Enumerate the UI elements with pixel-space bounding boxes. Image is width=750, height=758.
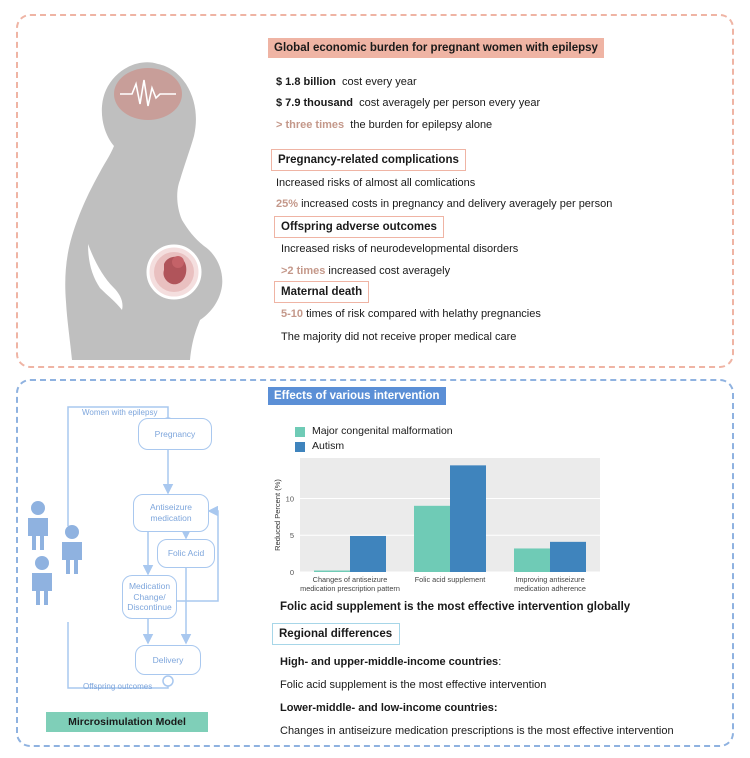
- stat-2: $ 7.9 thousand cost averagely per person…: [276, 97, 540, 109]
- legend-label-autism: Autism: [312, 440, 345, 452]
- flow-loop-back: [177, 505, 219, 602]
- region-2-title: Lower-middle- and low-income countries:: [280, 702, 498, 714]
- complications-text: increased costs in pregnancy and deliver…: [301, 198, 613, 210]
- offspring-value: >2 times: [281, 265, 326, 277]
- chart-ytick-label-0: 0: [290, 568, 294, 577]
- maternal-value: 5-10: [281, 308, 304, 320]
- folic-acid-box: Folic Acid: [157, 539, 215, 568]
- legend-label-malformation: Major congenital malformation: [312, 425, 453, 437]
- maternal-line-2: The majority did not receive proper medi…: [281, 331, 517, 343]
- chart-ytick-label-2: 10: [286, 494, 294, 503]
- effects-header: Effects of various intervention: [268, 387, 446, 405]
- stat-1-text: cost every year: [342, 76, 417, 88]
- chart-bar-malformation-0: [314, 570, 350, 572]
- asm-box: Antiseizure medication: [133, 494, 209, 532]
- person-icon-2: [62, 525, 82, 574]
- offspring-line-2: >2 times increased cost averagely: [281, 265, 450, 277]
- burden-header: Global economic burden for pregnant wome…: [268, 38, 604, 58]
- delivery-box: Delivery: [135, 645, 201, 675]
- chart-bar-autism-0: [350, 535, 386, 572]
- offspring-title: Offspring adverse outcomes: [274, 216, 444, 238]
- fetus-head: [172, 256, 184, 268]
- region-1-title-line: High- and upper-middle-income countries:: [280, 656, 501, 668]
- chart-bar-malformation-2: [514, 548, 550, 572]
- effects-conclusion: Folic acid supplement is the most effect…: [280, 601, 631, 613]
- stat-1-value: $ 1.8 billion: [276, 76, 336, 88]
- chart-category-label-2-0: Improving antiseizure: [515, 575, 584, 584]
- chart-category-label-0-1: medication prescription pattern: [300, 584, 400, 593]
- pregnant-woman-illustration: [65, 62, 223, 360]
- region-2-text: Changes in antiseizure medication prescr…: [280, 725, 674, 737]
- complications-line-2: 25% increased costs in pregnancy and del…: [276, 198, 612, 210]
- stat-2-text: cost averagely per person every year: [359, 97, 541, 109]
- intervention-bar-chart: 0 5 10 Reduced Percent (%) Changes of antise…: [273, 458, 600, 593]
- pregnancy-box: Pregnancy: [138, 418, 212, 450]
- women-with-epilepsy-label: Women with epilepsy: [82, 408, 158, 417]
- flow-end-node: [162, 675, 174, 687]
- complications-value: 25%: [276, 198, 299, 210]
- chart-bar-autism-1: [450, 465, 486, 572]
- chart-ytick-label-1: 5: [290, 531, 294, 540]
- chart-category-label-0-0: Changes of antiseizure: [313, 575, 388, 584]
- medication-change-box: Medication Change/ Discontinue: [122, 575, 177, 619]
- brain-area: [114, 68, 182, 120]
- region-1-text: Folic acid supplement is the most effect…: [280, 679, 547, 691]
- chart-bar-autism-2: [550, 541, 586, 572]
- maternal-text: times of risk compared with helathy preg…: [306, 308, 541, 320]
- maternal-line-1: 5-10 times of risk compared with helathy…: [281, 308, 541, 320]
- legend-swatch-autism: [295, 442, 305, 452]
- person-icon-1: [28, 501, 48, 550]
- flow-women-entry: [67, 406, 169, 526]
- chart-category-label-1-0: Folic acid supplement: [415, 575, 486, 584]
- economic-burden-panel: [16, 14, 734, 368]
- stat-3-value: > three times: [276, 119, 345, 131]
- region-1-title: High- and upper-middle-income countries: [280, 656, 499, 668]
- chart-y-axis-label: Reduced Percent (%): [273, 479, 282, 551]
- complications-title: Pregnancy-related complications: [271, 149, 466, 171]
- model-caption: Mircrosimulation Model: [46, 712, 208, 732]
- complications-line-1: Increased risks of almost all comlicatio…: [276, 177, 476, 189]
- legend-swatch-malformation: [295, 427, 305, 437]
- stat-2-value: $ 7.9 thousand: [276, 97, 354, 109]
- region-1-colon: :: [498, 656, 502, 668]
- offspring-text: increased cost averagely: [328, 265, 451, 277]
- regional-header: Regional differences: [272, 623, 400, 645]
- person-icon-3: [32, 556, 52, 605]
- offspring-line-1: Increased risks of neurodevelopmental di…: [281, 243, 519, 255]
- seizure-wave-icon: [120, 79, 176, 107]
- maternal-death-title: Maternal death: [274, 281, 370, 303]
- stat-3-text: the burden for epilepsy alone: [350, 119, 493, 131]
- chart-bar-malformation-1: [414, 505, 450, 572]
- intervention-panel: [16, 379, 734, 747]
- stat-1: $ 1.8 billion cost every year: [276, 76, 417, 88]
- women-icons: [28, 501, 82, 605]
- stat-3: > three times the burden for epilepsy al…: [276, 119, 492, 131]
- offspring-outcomes-label: Offspring outcomes: [83, 682, 153, 691]
- chart-category-label-2-1: medication adherence: [514, 584, 586, 593]
